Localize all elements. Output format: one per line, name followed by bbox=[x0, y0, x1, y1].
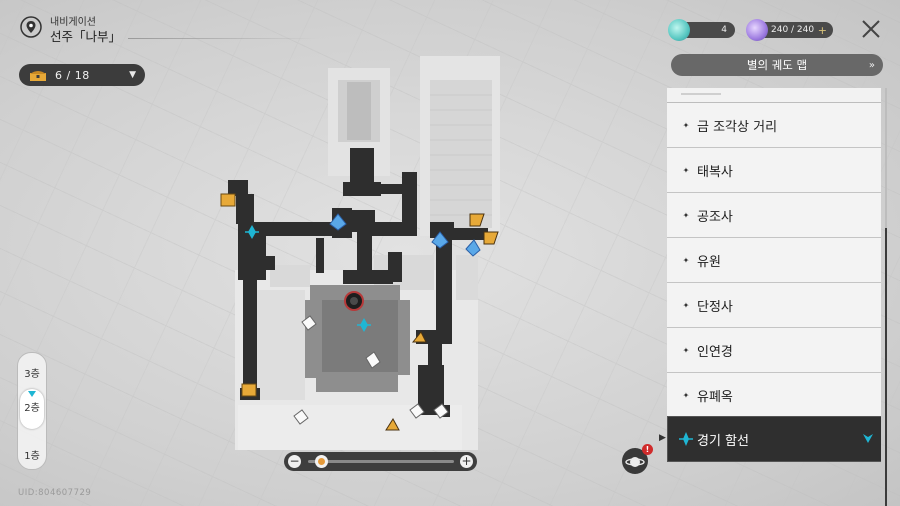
chevron-down-icon bbox=[863, 434, 873, 443]
list-scroll-track bbox=[885, 88, 887, 228]
area-name: 유원 bbox=[697, 254, 721, 270]
area-list-item[interactable]: ✦ 단정사 bbox=[667, 283, 881, 328]
diamond-bullet-icon: ✦ bbox=[682, 345, 690, 355]
location-name: 선주「나부」 bbox=[50, 29, 122, 44]
diamond-bullet-icon: ✦ bbox=[682, 300, 690, 310]
resource-counter-2: 240 / 240 + bbox=[746, 19, 833, 41]
npc-icon[interactable] bbox=[365, 351, 381, 369]
vending-icon[interactable] bbox=[469, 213, 485, 227]
area-list-item[interactable]: ✦ 유원 bbox=[667, 238, 881, 283]
resource-counter-1: 4 bbox=[668, 19, 735, 41]
zoom-track[interactable] bbox=[308, 460, 454, 463]
close-icon[interactable] bbox=[860, 18, 882, 40]
star-rail-map-button[interactable]: 별의 궤도 맵 » bbox=[671, 54, 883, 76]
area-list-item-selected[interactable]: 경기 함선 bbox=[667, 416, 881, 462]
area-list-item[interactable]: ✦ 공조사 bbox=[667, 193, 881, 238]
space-anchor-icon[interactable] bbox=[357, 318, 371, 332]
location-header: 내비게이션 선주「나부」 bbox=[20, 16, 121, 45]
zoom-knob[interactable] bbox=[314, 455, 328, 468]
bell-icon[interactable] bbox=[411, 331, 427, 343]
oneiric-shard-icon bbox=[668, 19, 690, 41]
puzzle-piece-icon[interactable] bbox=[220, 193, 236, 207]
npc-icon[interactable] bbox=[301, 315, 317, 331]
location-text: 내비게이션 선주「나부」 bbox=[50, 16, 121, 45]
location-subtitle: 내비게이션 bbox=[50, 17, 96, 28]
floor-1-button[interactable]: 1층 bbox=[24, 451, 40, 462]
double-chevron-right-icon: » bbox=[868, 59, 875, 71]
star-rail-map-label: 별의 궤도 맵 bbox=[746, 58, 808, 72]
area-name: 인연경 bbox=[697, 344, 733, 360]
central-plaza bbox=[305, 285, 410, 392]
resource-2-value: 240 / 240 bbox=[771, 25, 815, 35]
add-resource-button[interactable]: + bbox=[817, 23, 827, 37]
bell-icon[interactable] bbox=[385, 418, 400, 431]
diamond-bullet-icon: ✦ bbox=[682, 210, 690, 220]
zoom-slider[interactable]: − + bbox=[284, 452, 477, 471]
map-pin-icon bbox=[20, 16, 42, 38]
calyx-icon[interactable] bbox=[329, 213, 347, 231]
area-name: 태복사 bbox=[697, 164, 733, 180]
header-divider bbox=[128, 38, 318, 39]
chevron-down-icon: ▼ bbox=[129, 70, 136, 80]
area-name: 공조사 bbox=[697, 209, 733, 225]
diamond-bullet-icon: ✦ bbox=[682, 390, 690, 400]
calyx-icon[interactable] bbox=[431, 231, 449, 249]
npc-icon[interactable] bbox=[433, 403, 449, 419]
resource-1-value: 4 bbox=[721, 25, 727, 35]
notification-badge: ! bbox=[642, 444, 653, 455]
floor-3-button[interactable]: 3층 bbox=[24, 369, 40, 380]
area-name: 경기 함선 bbox=[697, 433, 749, 449]
area-list-item[interactable]: ✦ 태복사 bbox=[667, 148, 881, 193]
selection-pointer-icon: ▶ bbox=[659, 433, 666, 443]
floor-selector[interactable]: 3층 2층 1층 bbox=[17, 352, 47, 470]
treasure-counter-dropdown[interactable]: 6 / 18 ▼ bbox=[19, 64, 145, 86]
area-list-item[interactable]: ✦ 금 조각상 거리 bbox=[667, 103, 881, 148]
area-list-item[interactable]: ✦ 인연경 bbox=[667, 328, 881, 373]
area-name: 금 조각상 거리 bbox=[697, 119, 778, 135]
area-name: 유폐옥 bbox=[697, 389, 733, 405]
map-walkways bbox=[228, 148, 488, 417]
trailblaze-power-icon bbox=[746, 19, 768, 41]
zoom-out-button[interactable]: − bbox=[288, 454, 301, 468]
space-anchor-icon bbox=[679, 432, 693, 446]
planet-icon bbox=[625, 457, 645, 467]
treasure-chest-icon bbox=[30, 70, 46, 81]
area-list-item[interactable]: ✦ 유폐옥 bbox=[667, 373, 881, 418]
zoom-in-button[interactable]: + bbox=[460, 454, 473, 468]
area-list[interactable]: ✦ 금 조각상 거리 ✦ 태복사 ✦ 공조사 ✦ 유원 ✦ 단정사 ✦ 인연경 … bbox=[667, 88, 881, 478]
treasure-count: 6 / 18 bbox=[55, 68, 90, 82]
space-anchor-icon[interactable] bbox=[245, 225, 259, 239]
list-scrollbar[interactable] bbox=[885, 228, 887, 506]
current-floor-marker-icon bbox=[28, 391, 36, 397]
npc-icon[interactable] bbox=[409, 403, 425, 419]
list-item-partial bbox=[667, 88, 881, 103]
npc-icon[interactable] bbox=[293, 409, 309, 425]
diamond-bullet-icon: ✦ bbox=[682, 120, 690, 130]
area-name: 단정사 bbox=[697, 299, 733, 315]
puzzle-piece-icon[interactable] bbox=[241, 383, 257, 397]
diamond-bullet-icon: ✦ bbox=[682, 165, 690, 175]
calyx-icon[interactable] bbox=[465, 239, 481, 257]
vending-icon[interactable] bbox=[483, 231, 499, 245]
player-position-marker bbox=[344, 291, 364, 311]
player-uid: UID:804607729 bbox=[18, 488, 92, 498]
diamond-bullet-icon: ✦ bbox=[682, 255, 690, 265]
